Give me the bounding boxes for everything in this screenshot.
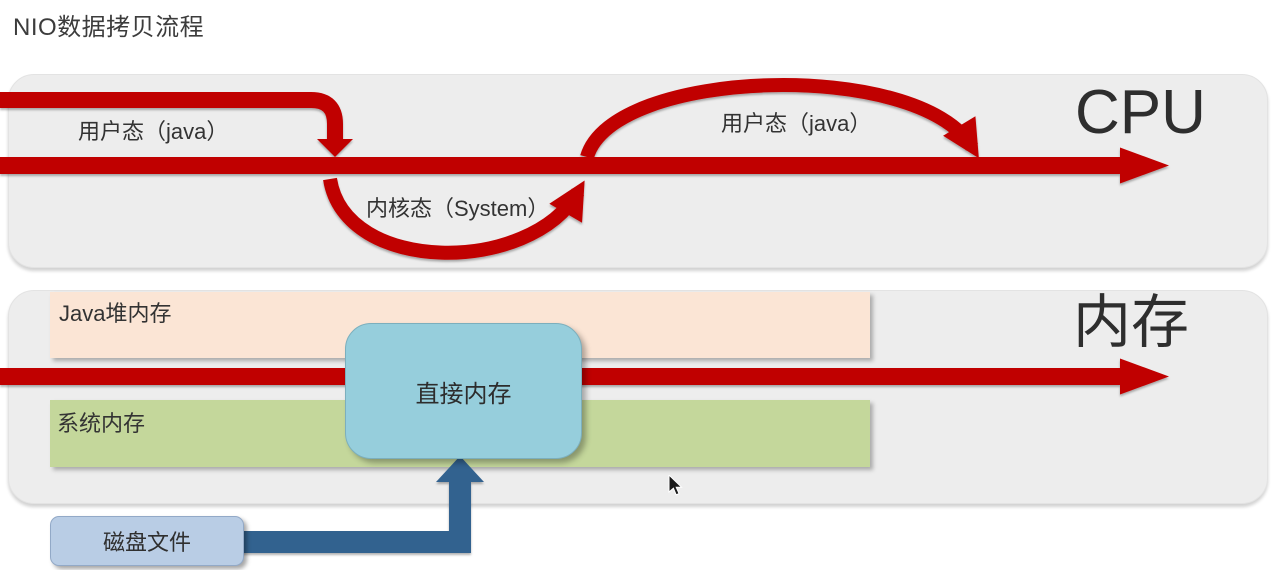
kernel-mode-label: 内核态（System） [366,196,550,221]
disk-file-box: 磁盘文件 [50,516,244,566]
disk-file-label: 磁盘文件 [102,530,191,555]
mouse-cursor-icon [668,475,683,496]
memory-title: 内存 [1073,290,1190,355]
direct-memory-box: 直接内存 [345,323,582,459]
user-mode-left-label: 用户态（java） [78,119,229,144]
user-mode-right-label: 用户态（java） [721,111,872,136]
cpu-title: CPU [1075,78,1206,147]
system-memory-label: 系统内存 [57,411,146,436]
direct-memory-label: 直接内存 [415,380,512,408]
page-title: NIO数据拷贝流程 [13,14,205,41]
java-heap-label: Java堆内存 [59,301,172,326]
